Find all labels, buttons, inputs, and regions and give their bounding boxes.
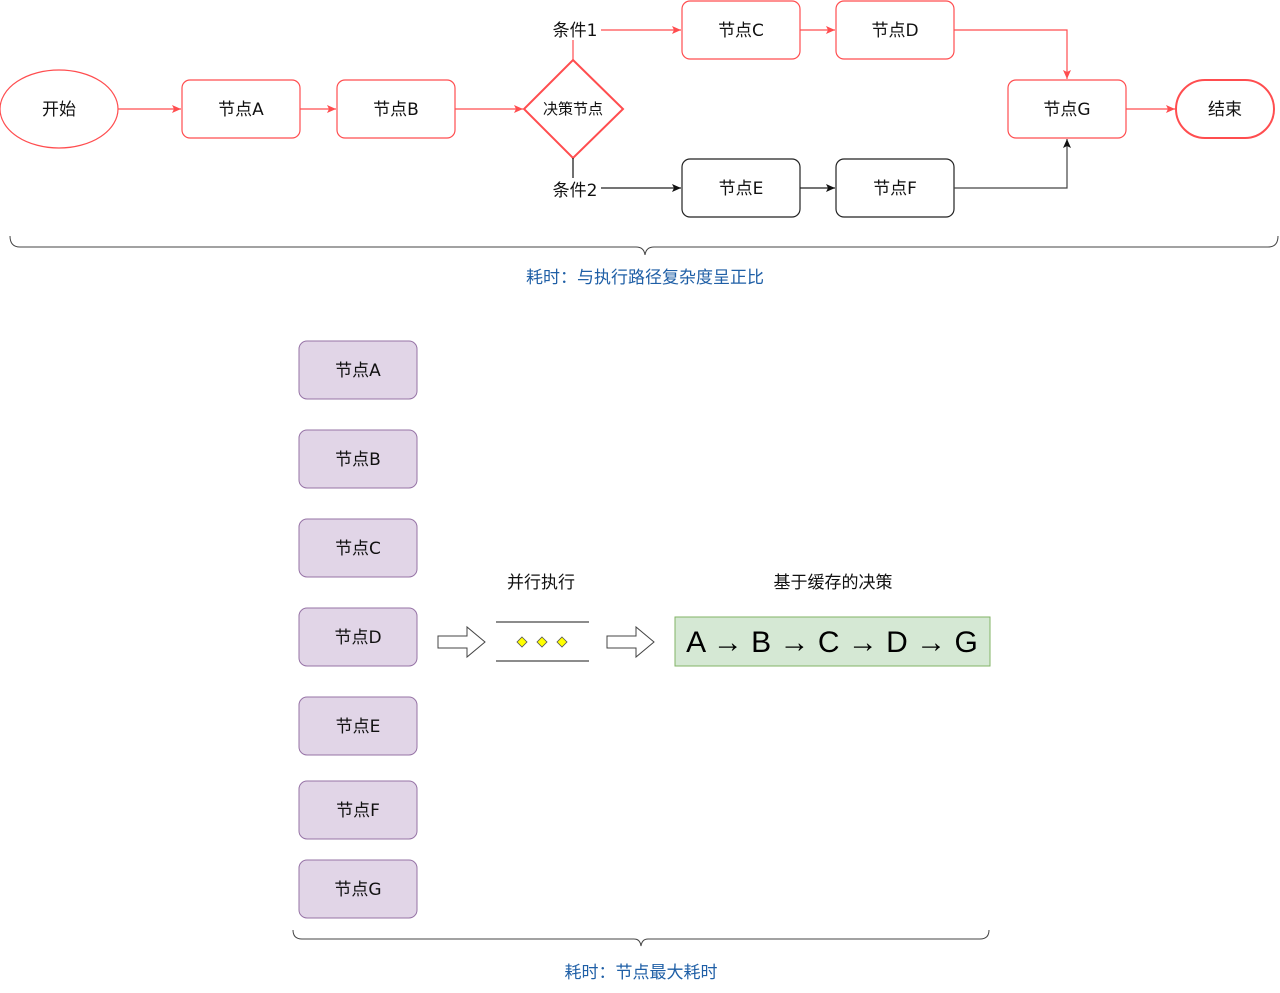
node-d[interactable]: 节点D — [835, 0, 955, 60]
cache-decision-label: 基于缓存的决策 — [774, 573, 893, 593]
parallel-node-label: 节点A — [335, 361, 381, 381]
cache-decision-box[interactable]: A → B → C → D → G — [674, 616, 991, 667]
parallel-node-b[interactable]: 节点B — [298, 429, 418, 489]
node-g[interactable]: 节点G — [1007, 79, 1127, 139]
node-b[interactable]: 节点B — [336, 79, 456, 139]
node-a-label: 节点A — [218, 100, 264, 120]
node-b-label: 节点B — [373, 100, 419, 120]
edge-f-g — [954, 139, 1071, 189]
node-f[interactable]: 节点F — [835, 158, 955, 218]
parallel-label: 并行执行 — [507, 573, 575, 593]
parallel-node-label: 节点B — [335, 450, 381, 470]
edge-d-g — [954, 29, 1071, 79]
bottom-caption: 耗时：节点最大耗时 — [565, 963, 718, 983]
parallel-node-label: 节点C — [335, 539, 381, 559]
node-e-label: 节点E — [719, 179, 764, 199]
bottom-brace — [292, 929, 990, 947]
node-a[interactable]: 节点A — [181, 79, 301, 139]
parallel-node-a[interactable]: 节点A — [298, 340, 418, 400]
parallel-node-label: 节点F — [336, 801, 380, 821]
parallel-node-c[interactable]: 节点C — [298, 518, 418, 578]
decision-node[interactable]: 决策节点 — [522, 58, 625, 160]
parallel-node-label: 节点E — [336, 717, 381, 737]
cache-sequence: A → B → C → D → G — [686, 626, 978, 659]
hollow-arrow-icon — [606, 625, 655, 659]
condition1-label: 条件1 — [553, 21, 598, 41]
node-f-label: 节点F — [873, 179, 917, 199]
ellipsis-dot-icon — [556, 636, 568, 648]
end-node[interactable]: 结束 — [1175, 79, 1275, 139]
parallel-node-list: 节点A 节点B 节点C 节点D 节点E 节点F 节点G — [298, 340, 418, 919]
parallel-node-label: 节点D — [334, 628, 381, 648]
start-label: 开始 — [42, 100, 76, 120]
parallel-node-d[interactable]: 节点D — [298, 607, 418, 667]
node-c[interactable]: 节点C — [681, 0, 801, 60]
decision-label: 决策节点 — [543, 100, 603, 118]
node-d-label: 节点D — [871, 21, 918, 41]
ellipsis-dot-icon — [536, 636, 548, 648]
condition2-label: 条件2 — [553, 181, 598, 201]
node-g-label: 节点G — [1043, 100, 1090, 120]
parallel-node-label: 节点G — [334, 880, 381, 900]
node-e[interactable]: 节点E — [681, 158, 801, 218]
parallel-node-g[interactable]: 节点G — [298, 859, 418, 919]
top-caption: 耗时：与执行路径复杂度呈正比 — [526, 268, 764, 288]
hollow-arrow-icon — [437, 625, 486, 659]
node-c-label: 节点C — [718, 21, 764, 41]
parallel-node-f[interactable]: 节点F — [298, 780, 418, 840]
ellipsis-dot-icon — [516, 636, 528, 648]
parallel-node-e[interactable]: 节点E — [298, 696, 418, 756]
end-label: 结束 — [1208, 100, 1242, 120]
start-node[interactable]: 开始 — [0, 69, 119, 149]
top-brace — [9, 235, 1279, 256]
parallel-execution-symbol — [496, 621, 589, 662]
